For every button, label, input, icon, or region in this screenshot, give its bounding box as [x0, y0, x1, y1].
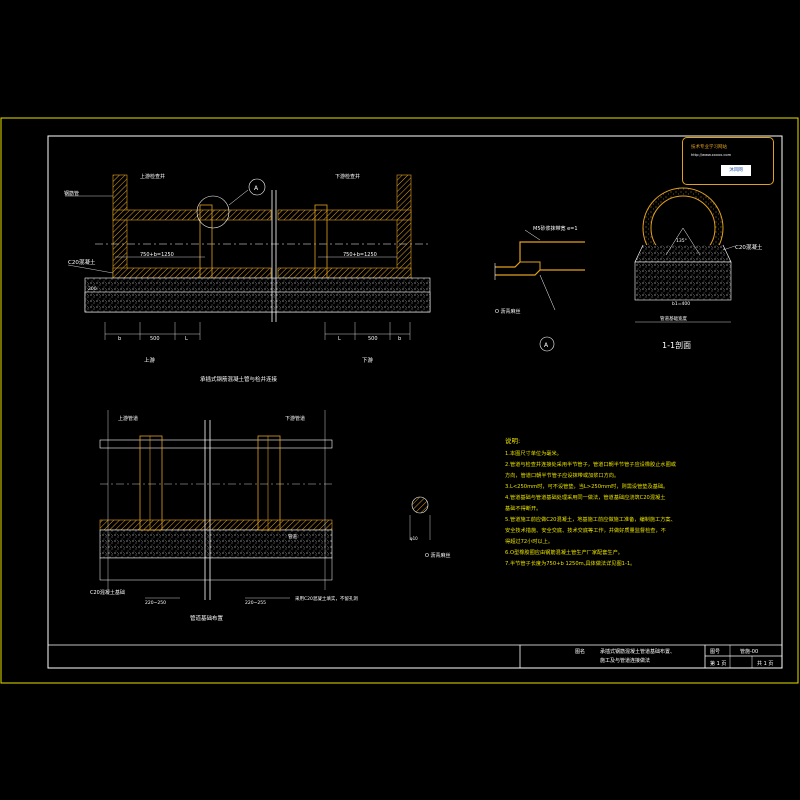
notes-block: 说明: 1.本图尺寸单位为毫米。 2.管道与检查井连接处采用半节管子，管道口朝半…: [505, 436, 705, 570]
lower-dim1: 220~250: [145, 600, 166, 606]
joint-dim: φ10: [410, 536, 418, 541]
note-item: 7.半节管子长度为750+b 1250m,具体做法详见图1-1。: [505, 561, 636, 567]
note-item: 2.管道与检查井连接处采用半节管子，管道口朝半节管子应设橡胶止水圈或: [505, 462, 676, 468]
joint-detail: [409, 496, 431, 540]
lower-down-label: 下游管道: [285, 415, 305, 422]
total-label: 共 1 页: [757, 660, 773, 667]
upstream-well-label: 上游检查井: [140, 173, 165, 180]
sheet-border: [0, 117, 799, 684]
section-1-1: [634, 187, 736, 323]
title-line1: 承插式钢筋混凝土管道基础布置、: [600, 648, 675, 655]
note-item: 4.管道基础与管道基础处理采用同一做法，管道基础应浇筑C20混凝土: [505, 495, 666, 501]
stamp-line2: http://www.xxxxx.com: [691, 153, 732, 157]
note-item: 1.本图尺寸单位为毫米。: [505, 451, 562, 457]
note-item: 6.O型橡胶圈应由钢筋混凝土管生产厂家配套生产。: [505, 550, 623, 556]
lower-base-title: 管道基础布置: [190, 614, 224, 622]
lower-pipe-label: 管道: [288, 533, 297, 540]
section-plan-title: 承插式钢筋混凝土管与检井连接: [200, 375, 278, 383]
dim-500-right: 500: [368, 336, 378, 342]
l-right: L: [338, 336, 341, 342]
watermark-stamp: 技术专业学习网站 http://www.xxxxx.com 沐风网: [682, 137, 774, 185]
lower-c20-label: C20混凝土基础: [90, 589, 125, 596]
c20-label: C20混凝土: [68, 258, 96, 266]
detail-a-marker: A: [254, 185, 259, 192]
detail-a-note: M5砂浆抹带宽 e=1: [533, 225, 578, 232]
note-item: 3.L<250mm时，可不设管垫，当L>250mm时，则需设管垫及基础。: [505, 484, 669, 490]
downstream-well-label: 下游检查井: [335, 173, 360, 180]
drawing-frame: [47, 135, 783, 669]
note-item: 安全技术措施、安全交底、技术交底等工作，并做好质量监督检查，不: [505, 528, 666, 534]
section-11-width: b1=400: [672, 301, 690, 307]
pipe-label: 钢筋管: [64, 190, 79, 197]
lower-elevation: [99, 410, 333, 600]
title-line2: 施工及与管道连接做法: [600, 657, 650, 664]
b-left: b: [118, 336, 121, 342]
detail-a-caption: O 沥青麻丝: [495, 308, 521, 315]
downstream-caption: 下游: [362, 356, 374, 364]
detail-a: [494, 229, 585, 352]
h-left: 200: [88, 286, 97, 292]
dim-left: 750+b=1250: [140, 252, 174, 258]
drawing-no: 管施-00: [740, 648, 758, 655]
note-item: 得超过72小时以上。: [505, 539, 554, 545]
lower-note: 采用C20混凝土填实，不留孔洞: [295, 595, 358, 602]
upper-elevation: [65, 174, 431, 340]
dim-500-left: 500: [150, 336, 160, 342]
b-right: b: [398, 336, 401, 342]
notes-title: 说明:: [505, 437, 521, 445]
section-11-bottom: 管道基础宽度: [660, 315, 687, 322]
section-11-title: 1-1剖面: [662, 340, 691, 350]
drawing-no-label: 图号: [710, 649, 720, 655]
note-item: 5.管道施工前应做C20混凝土，地基施工前应做施工准备，编制施工方案、: [505, 517, 676, 523]
upstream-caption: 上游: [144, 356, 156, 364]
joint-caption: O 沥青麻丝: [425, 552, 451, 559]
title-label: 图名: [575, 648, 585, 655]
section-11-c20: C20混凝土: [735, 243, 763, 251]
l-left: L: [185, 336, 188, 342]
lower-up-label: 上游管道: [118, 415, 138, 422]
note-item: 基础不得断开。: [505, 506, 542, 512]
note-item: 方向，管道口朝半节管子应设抹带或加浆口方向。: [505, 473, 620, 479]
sheet-label: 第 1 页: [710, 660, 726, 667]
dim-right: 750+b=1250: [343, 252, 377, 258]
detail-a-label: A: [544, 342, 549, 349]
section-11-angle: 135°: [676, 238, 687, 244]
stamp-line1: 技术专业学习网站: [691, 145, 727, 150]
stamp-logo: 沐风网: [721, 165, 751, 176]
lower-dim2: 220~255: [245, 600, 266, 606]
